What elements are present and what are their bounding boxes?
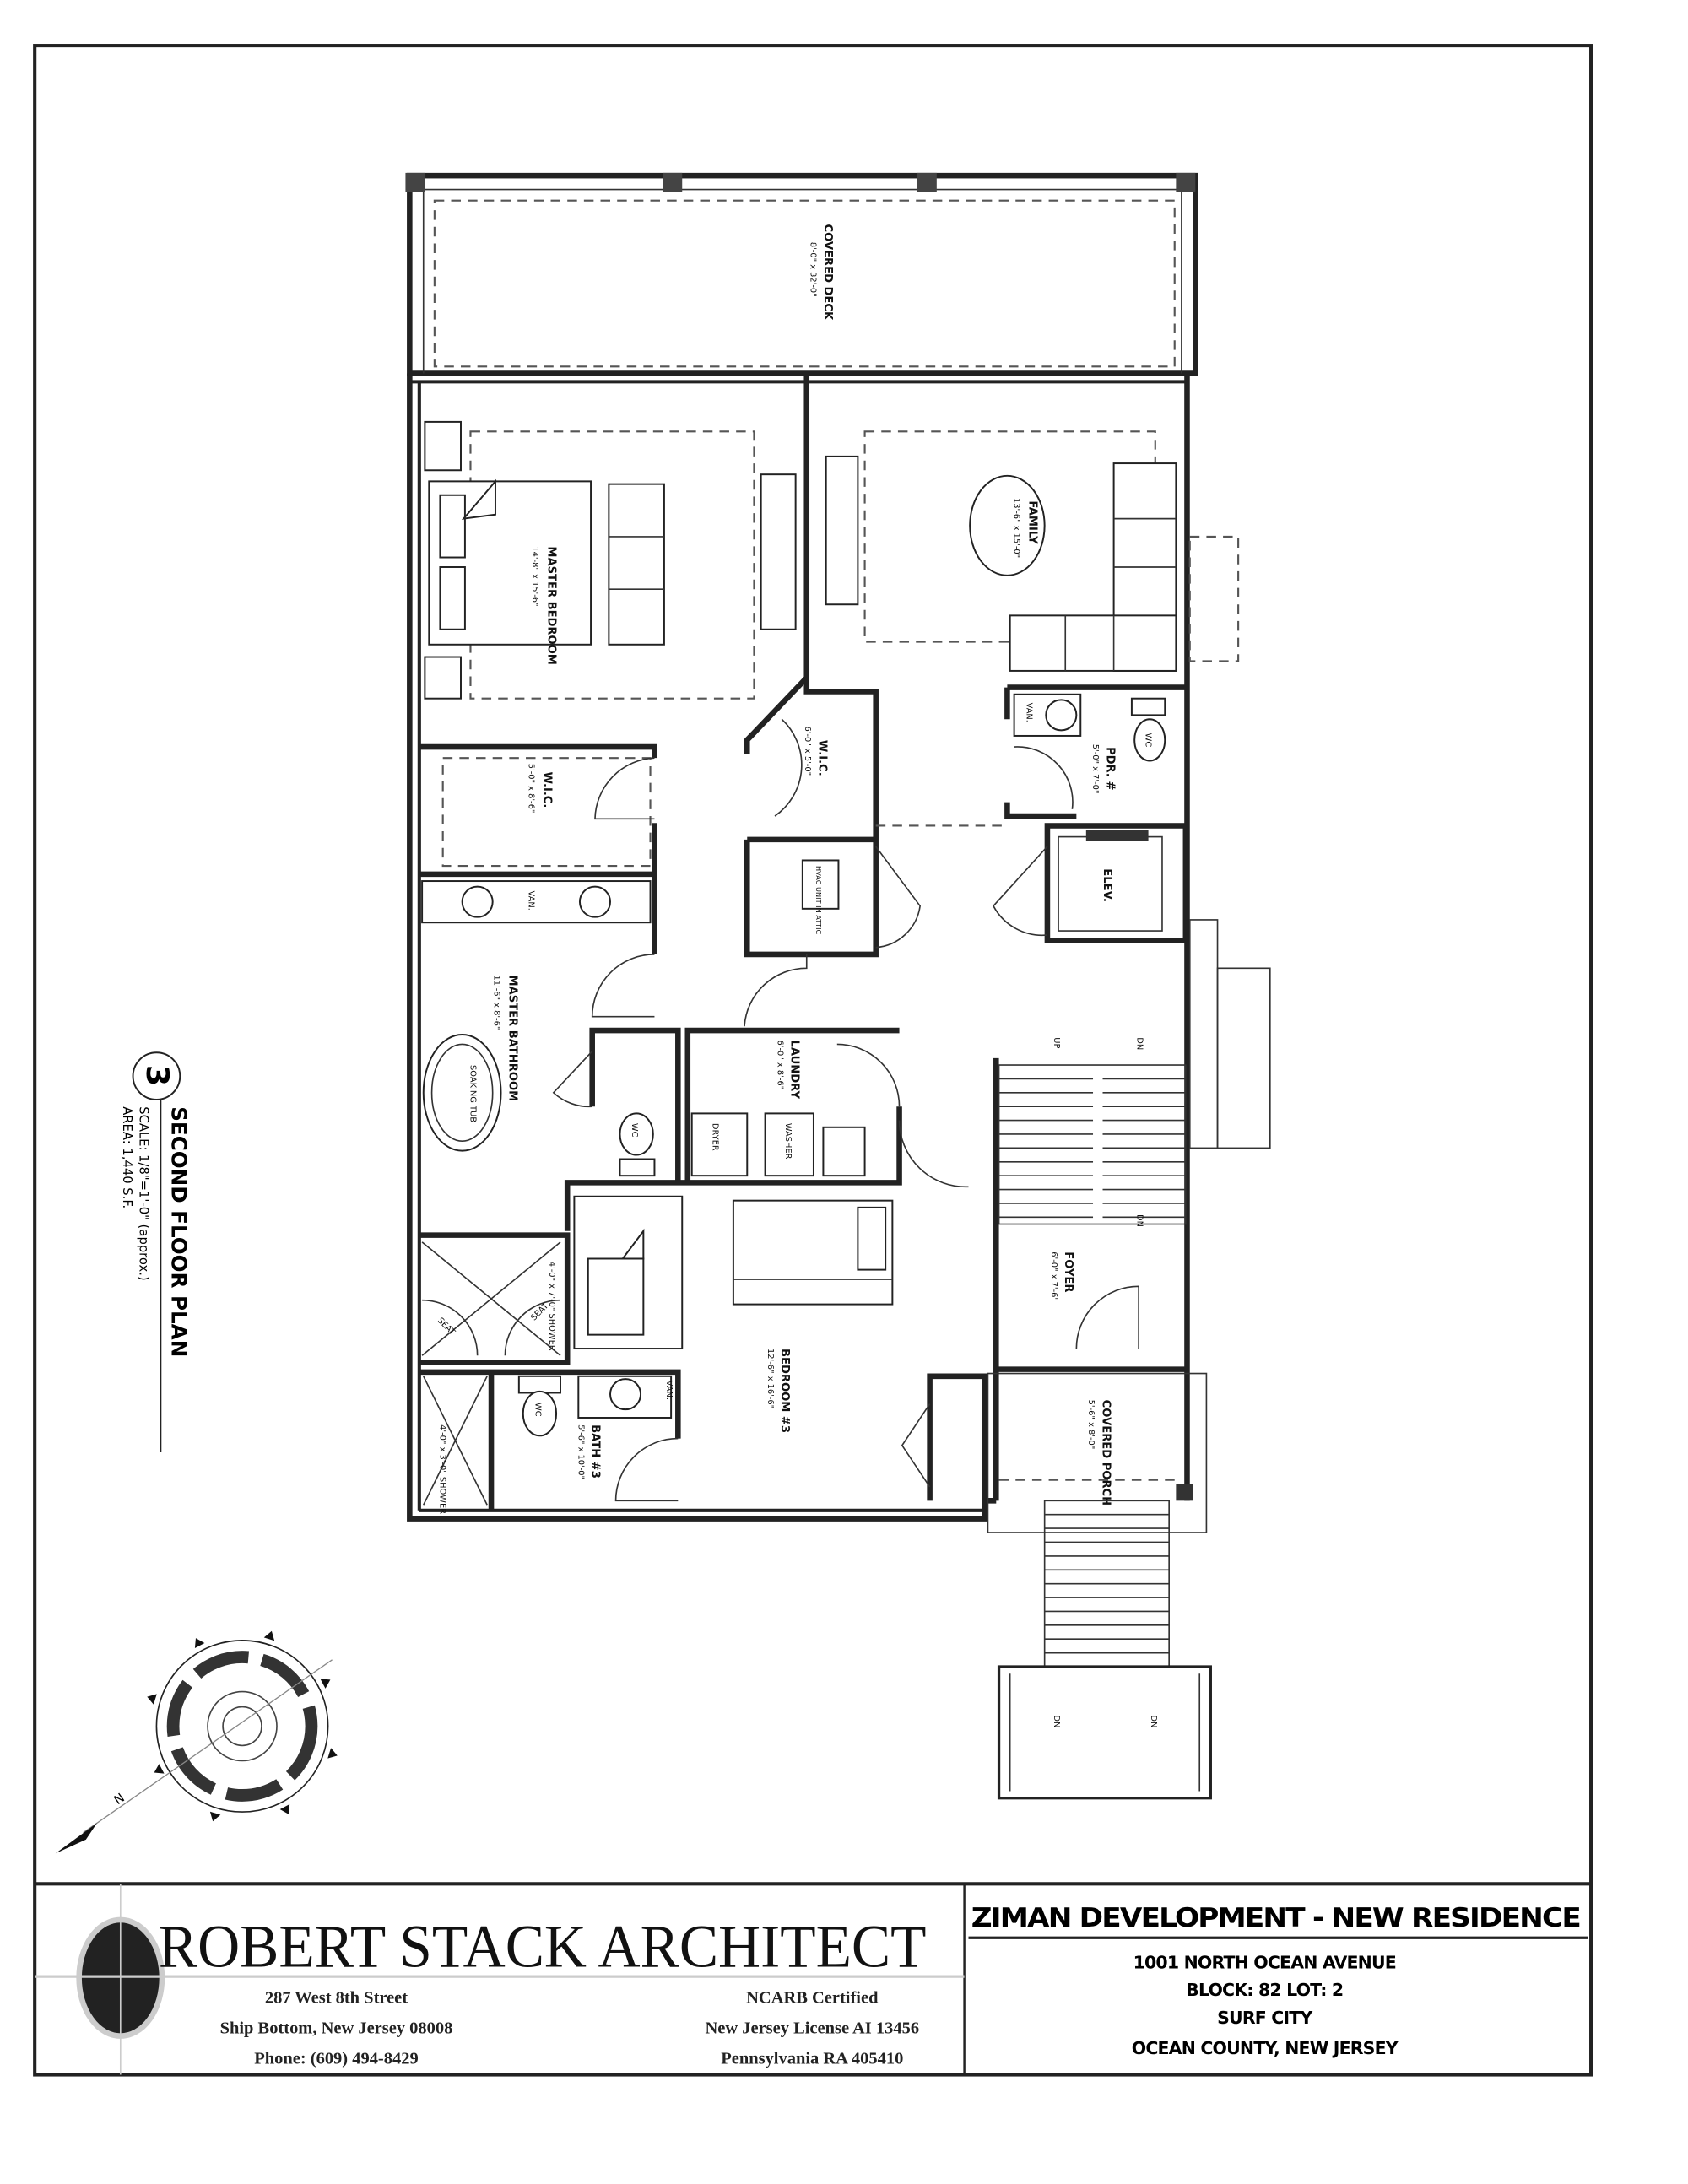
fixture-label: SEAT (436, 1316, 457, 1338)
stair-direction: UP (1052, 1037, 1061, 1048)
room-label: MASTER BEDROOM (544, 546, 557, 664)
compass-point-icon (263, 1630, 275, 1641)
stair-direction: DN (1134, 1214, 1144, 1227)
drawing-number: 3 (139, 1065, 175, 1086)
bath-3: 4'-0" x 3'-0" SHOWER WC VAN. BATH #3 5'-… (419, 1369, 681, 1514)
family-room: FAMILY 13'-6" x 15'-0" (825, 430, 1240, 672)
master-bedroom: MASTER BEDROOM 14'-8" x 15'-6" (424, 373, 810, 700)
room-label: LAUNDRY (788, 1041, 801, 1100)
fixture-label: WC (533, 1403, 543, 1417)
site-address: 1001 NORTH OCEAN AVENUE (1133, 1952, 1396, 1972)
fixture-label: VAN. (664, 1381, 674, 1400)
room-dimension: 11'-6" x 8'-6" (491, 976, 500, 1030)
title-block: ROBERT STACK ARCHITECT 287 West 8th Stre… (35, 1882, 1592, 2075)
firm-address-2: Ship Bottom, New Jersey 08008 (220, 2019, 453, 2037)
room-dimension: 5'-6" x 10'-0" (576, 1424, 585, 1479)
room-dimension: 5'-0" x 8'-6" (526, 764, 535, 814)
compass-point-icon (194, 1638, 205, 1649)
room-label: PDR. # (1103, 747, 1116, 790)
master-bathroom: VAN. MASTER BATHROOM 11'-6" x 8'-6" SOAK… (421, 873, 681, 1183)
site-city: SURF CITY (1217, 2008, 1313, 2028)
fixture-label: SOAKING TUB (468, 1065, 477, 1122)
fixture-label: WC (630, 1123, 639, 1138)
elevator: ELEV. (993, 823, 1189, 943)
room-label: COVERED PORCH (1099, 1400, 1112, 1506)
cert-2: New Jersey License AI 13456 (706, 2019, 920, 2037)
firm-address-1: 287 West 8th Street (265, 1988, 408, 2007)
room-label: FAMILY (1026, 500, 1039, 544)
bedroom-3: BEDROOM #3 12'-6" x 16'-6" (573, 1195, 988, 1519)
room-dimension: 13'-6" x 15'-0" (1012, 498, 1021, 558)
wic-1: W.I.C. 5'-0" x 8'-6" (419, 743, 657, 878)
compass-rose: N (55, 1630, 338, 1854)
compass-point-icon (279, 1803, 290, 1814)
room-dimension: 6'-0" x 8'-6" (775, 1041, 784, 1090)
room-label: MASTER BATHROOM (506, 976, 518, 1102)
cert-1: NCARB Certified (746, 1988, 879, 2007)
room-dimension: 14'-8" x 15'-6" (530, 546, 539, 606)
room-dimension: 8'-0" x 32'-0" (809, 242, 818, 297)
room-dimension: 6'-0" x 7'-6" (1049, 1251, 1058, 1301)
covered-porch: COVERED PORCH 5'-6" x 8'-0" (987, 1372, 1208, 1533)
cert-3: Pennsylvania RA 405410 (721, 2049, 903, 2068)
compass-point-icon (327, 1748, 338, 1759)
firm-phone: Phone: (609) 494-8429 (254, 2049, 418, 2068)
compass-point-icon (209, 1811, 221, 1822)
compass-point-icon (147, 1694, 157, 1705)
site-county: OCEAN COUNTY, NEW JERSEY (1132, 2038, 1399, 2058)
foyer: FOYER 6'-0" x 7'-6" (996, 1251, 1188, 1372)
wic-2: W.I.C. 6'-0" x 5'-0" HVAC UNIT IN ATTIC (744, 675, 922, 958)
room-label: W.I.C. (815, 740, 828, 776)
powder-room: VAN. WC PDR. # 5'-0" x 7'-0" (875, 684, 1188, 827)
room-dimension: 12'-6" x 16'-6" (766, 1349, 775, 1408)
hvac-label: HVAC UNIT IN ATTIC (814, 866, 823, 935)
master-shower: SEAT SEAT 4'-0" x 7'-0" SHOWER (419, 1232, 571, 1365)
stairs: UP DN DN (993, 919, 1271, 1501)
compass-point-icon (154, 1764, 165, 1774)
stair-direction: DN (1134, 1037, 1144, 1050)
project-title: ZIMAN DEVELOPMENT - NEW RESIDENCE (971, 1903, 1580, 1933)
drawing-area: AREA: 1,440 S.F. (120, 1106, 134, 1208)
firm-name: ROBERT STACK ARCHITECT (159, 1913, 927, 1981)
stair-direction: DN (1052, 1715, 1061, 1727)
fixture-label: WASHER (783, 1123, 793, 1160)
drawing-title: SECOND FLOOR PLAN (166, 1106, 191, 1357)
laundry: DRYER WASHER LAUNDRY 6'-0" x 8'-6" (564, 954, 969, 1231)
stair-direction: DN (1149, 1715, 1158, 1727)
drawing-label: 3 SECOND FLOOR PLAN SCALE: 1/8"=1'-0" (a… (120, 1051, 191, 1452)
fixture-label: VAN. (1024, 703, 1033, 722)
site-block-lot: BLOCK: 82 LOT: 2 (1186, 1980, 1343, 2000)
fixture-label: WC (1143, 733, 1152, 748)
fixture-label: 4'-0" x 3'-0" SHOWER (437, 1424, 446, 1514)
room-dimension: 5'-6" x 8'-0" (1086, 1400, 1096, 1450)
fixture-label: 4'-0" x 7'-0" SHOWER (547, 1262, 556, 1351)
room-label: BATH #3 (589, 1424, 602, 1479)
drawing-scale: SCALE: 1/8"=1'-0" (approx.) (137, 1106, 151, 1280)
fixture-label: DRYER (710, 1123, 719, 1151)
fixture-label: VAN. (526, 891, 535, 911)
covered-deck: COVERED DECK 8'-0" x 32'-0" (405, 172, 1198, 376)
room-dimension: 6'-0" x 5'-0" (803, 726, 812, 776)
north-label: N (111, 1791, 127, 1808)
room-label: FOYER (1062, 1251, 1074, 1292)
compass-point-icon (320, 1679, 331, 1689)
room-dimension: 5'-0" x 7'-0" (1090, 744, 1100, 794)
room-label: W.I.C. (540, 772, 553, 808)
room-label: COVERED DECK (821, 224, 834, 321)
room-label: BEDROOM #3 (778, 1349, 791, 1433)
room-label: ELEV. (1101, 868, 1113, 902)
sheet-border (33, 44, 1593, 2077)
entry-stairs: DN DN (997, 1500, 1212, 1800)
